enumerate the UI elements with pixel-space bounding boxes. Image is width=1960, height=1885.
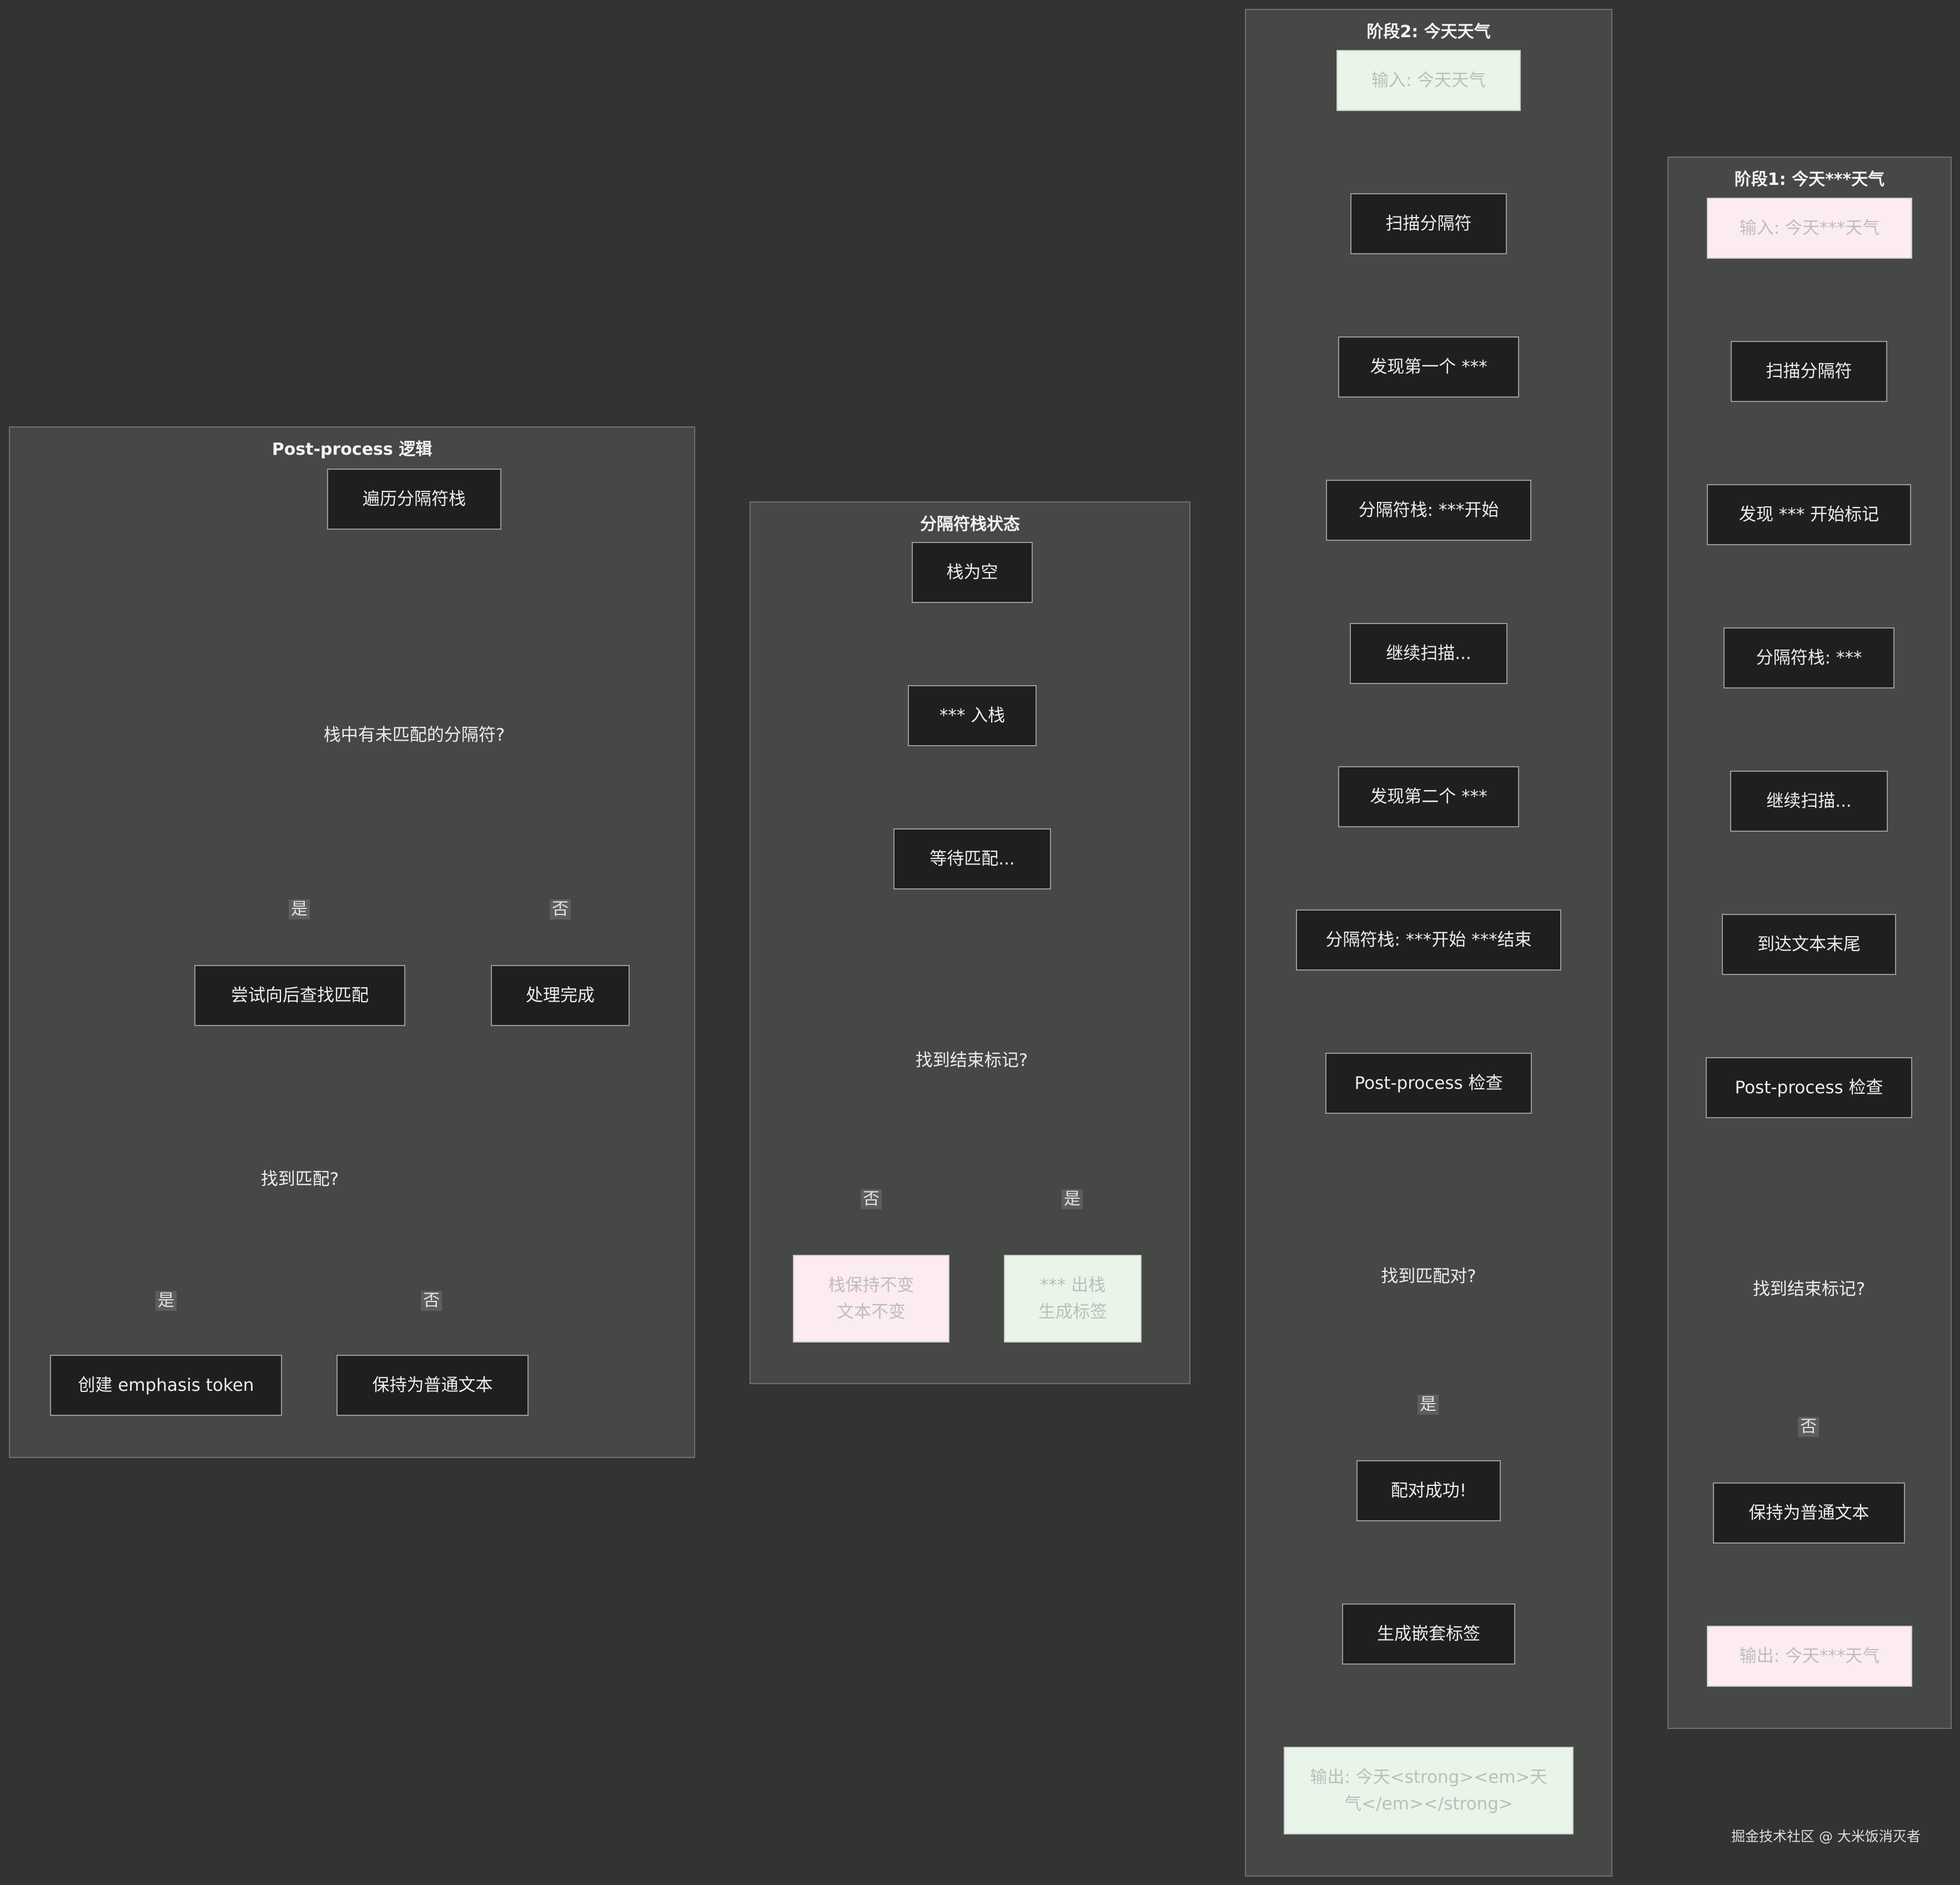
- node-try-match: 尝试向后查找匹配: [194, 965, 405, 1026]
- node-s1-found-end: 找到结束标记?: [1752, 1279, 1866, 1299]
- node-s2-check: Post-process 检查: [1325, 1053, 1532, 1114]
- node-s2-scan: 扫描分隔符: [1350, 193, 1507, 254]
- edge-label-yes: 是: [1418, 1395, 1439, 1415]
- edge-label-yes: 是: [289, 899, 310, 919]
- node-stack-empty: 栈为空: [912, 542, 1033, 603]
- node-stack-pop: *** 出栈 生成标签: [1004, 1255, 1142, 1343]
- node-s2-stack1: 分隔符栈: ***开始: [1326, 480, 1531, 541]
- edge-label-no: 否: [550, 899, 571, 919]
- node-line: 输出: 今天<strong><em>天: [1310, 1767, 1547, 1787]
- node-s2-continue: 继续扫描...: [1350, 623, 1507, 684]
- cluster-title: Post-process 逻辑: [272, 440, 433, 459]
- node-s1-scan: 扫描分隔符: [1731, 341, 1887, 402]
- node-s1-check: Post-process 检查: [1706, 1057, 1912, 1118]
- cluster-title: 阶段1: 今天***天气: [1734, 170, 1885, 189]
- node-s2-success: 配对成功!: [1356, 1460, 1501, 1521]
- node-line: 气</em></strong>: [1344, 1794, 1513, 1814]
- node-s2-input: 输入: 今天天气: [1336, 50, 1521, 111]
- node-s1-output: 输出: 今天***天气: [1707, 1626, 1912, 1687]
- node-s1-continue: 继续扫描...: [1730, 771, 1888, 832]
- node-line: 生成标签: [1038, 1302, 1107, 1322]
- credit-watermark: 掘金技术社区 @ 大米饭消灭者: [1731, 1828, 1921, 1844]
- node-line: *** 出栈: [1039, 1275, 1106, 1295]
- node-stack-found-end: 找到结束标记?: [915, 1050, 1028, 1070]
- edge-label-yes: 是: [155, 1291, 177, 1311]
- cluster-title: 阶段2: 今天天气: [1366, 22, 1491, 42]
- node-stack-waiting: 等待匹配...: [893, 828, 1051, 889]
- node-s2-stack2: 分隔符栈: ***开始 ***结束: [1296, 909, 1561, 971]
- node-s2-nested: 生成嵌套标签: [1342, 1603, 1515, 1665]
- cluster-postprocess: Post-process 逻辑: [9, 426, 695, 1458]
- node-s2-output: 输出: 今天<strong><em>天 气</em></strong>: [1284, 1747, 1574, 1834]
- cluster-stack: 分隔符栈状态: [750, 501, 1190, 1384]
- node-done: 处理完成: [491, 965, 630, 1026]
- cluster-title: 分隔符栈状态: [920, 515, 1020, 534]
- edge-label-yes: 是: [1062, 1189, 1083, 1209]
- node-line: 文本不变: [837, 1302, 906, 1322]
- node-s2-first: 发现第一个 ***: [1338, 336, 1519, 398]
- edge-label-no: 否: [861, 1189, 882, 1209]
- node-found-match: 找到匹配?: [260, 1169, 339, 1189]
- node-line: 栈保持不变: [828, 1275, 914, 1295]
- node-s1-stack: 分隔符栈: ***: [1723, 627, 1894, 688]
- node-s1-end-of-text: 到达文本末尾: [1722, 914, 1896, 975]
- node-s1-keep-text: 保持为普通文本: [1713, 1482, 1905, 1544]
- node-s2-second: 发现第二个 ***: [1338, 766, 1519, 827]
- node-stack-push: *** 入栈: [908, 685, 1037, 746]
- edge-label-no: 否: [1798, 1417, 1819, 1437]
- node-s1-found-start: 发现 *** 开始标记: [1707, 484, 1911, 545]
- node-s1-input: 输入: 今天***天气: [1707, 198, 1912, 259]
- node-traverse: 遍历分隔符栈: [327, 469, 501, 530]
- edge-label-no: 否: [421, 1291, 442, 1311]
- node-keep-text: 保持为普通文本: [336, 1355, 529, 1416]
- node-create-token: 创建 emphasis token: [50, 1355, 282, 1416]
- node-stack-unchanged: 栈保持不变 文本不变: [793, 1255, 949, 1343]
- node-has-unmatched: 栈中有未匹配的分隔符?: [323, 725, 505, 745]
- node-s2-found-pair: 找到匹配对?: [1381, 1266, 1476, 1286]
